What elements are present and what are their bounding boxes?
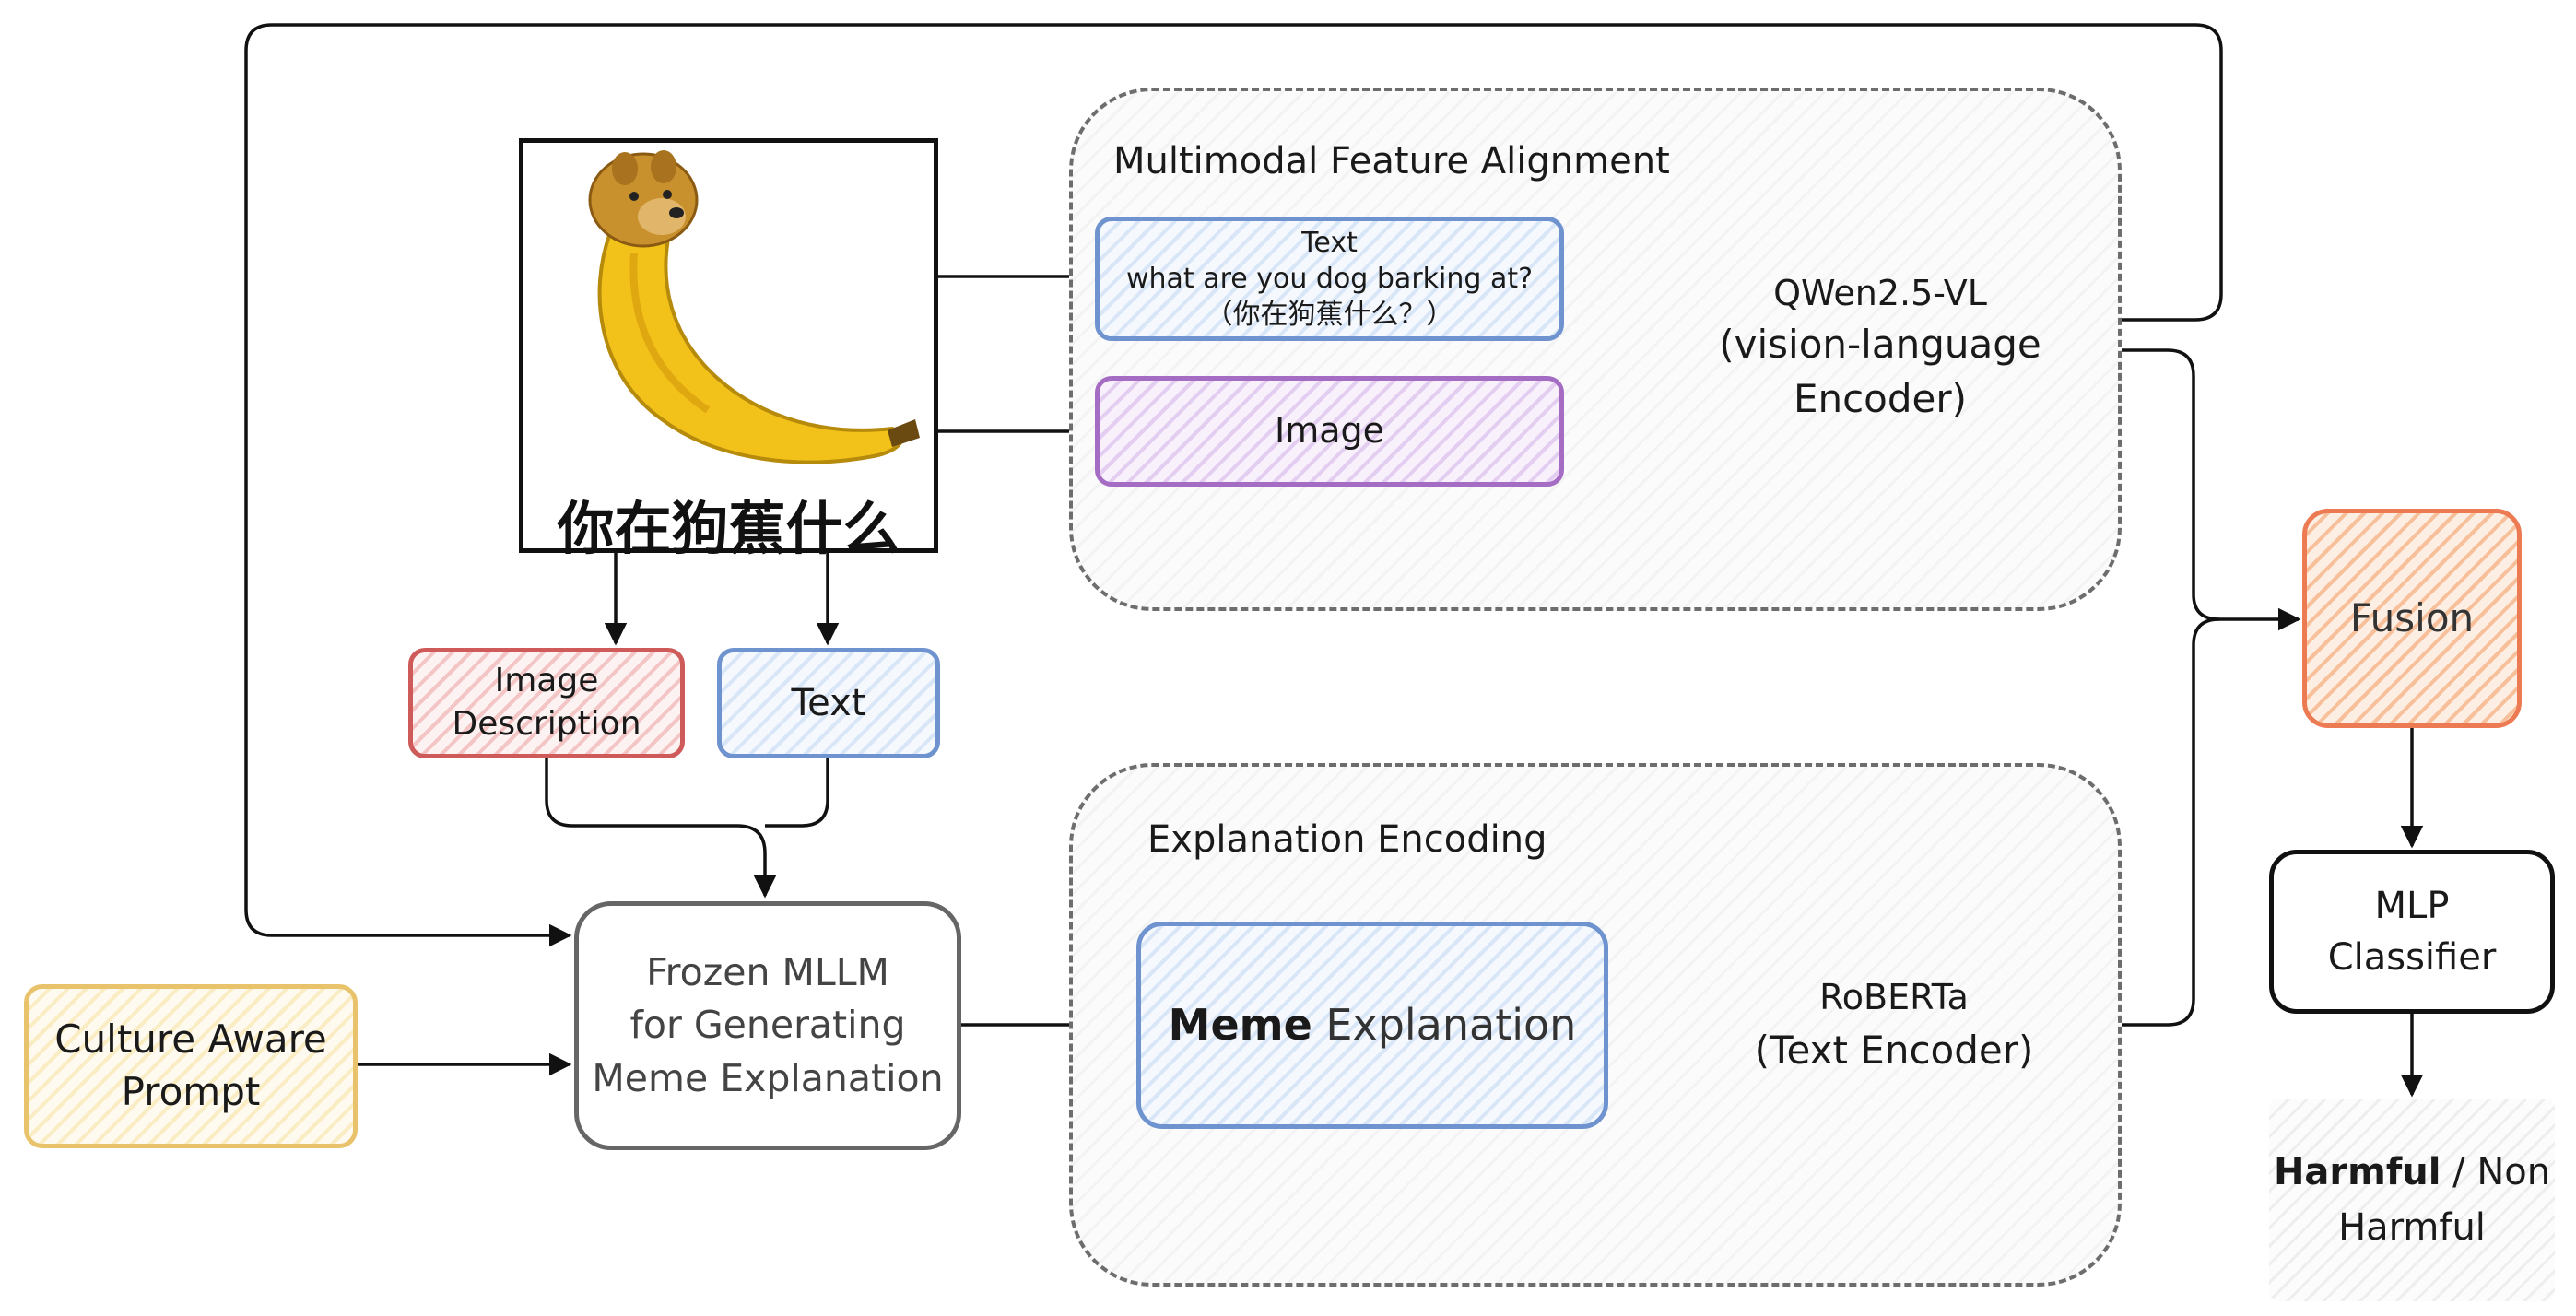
banana-dog-icon bbox=[588, 150, 920, 464]
vl-encoder-suffix: Encoder) bbox=[1793, 376, 1968, 422]
multimodal-alignment-group bbox=[1069, 88, 2122, 611]
culture-prompt-line1: Culture Aware bbox=[54, 1016, 327, 1063]
mlp-line1: MLP bbox=[2374, 885, 2450, 927]
vl-encoder-box: QWen2.5-VL (vision-language Encoder) bbox=[1714, 249, 2046, 447]
text-input-english: what are you dog barking at? bbox=[1125, 263, 1534, 295]
roberta-type: (Text Encoder) bbox=[1754, 1027, 2034, 1073]
meme-explanation-rest: Explanation bbox=[1312, 999, 1577, 1050]
culture-prompt-box: Culture Aware Prompt bbox=[24, 984, 358, 1148]
text-box-label: Text bbox=[791, 682, 866, 724]
arrow-encoder-loop-to-mllm bbox=[244, 23, 2223, 947]
meme-image: 你在狗蕉什么 bbox=[519, 138, 938, 562]
text-input-box: Text what are you dog barking at? （你在狗蕉什… bbox=[1095, 217, 1564, 341]
frozen-mllm-line1: Frozen MLLM bbox=[646, 949, 889, 994]
image-description-box: Image Description bbox=[408, 648, 685, 758]
image-description-line2: Description bbox=[452, 705, 641, 743]
arrow-image-description-to-mllm bbox=[545, 758, 777, 899]
meme-caption: 你在狗蕉什么 bbox=[557, 495, 900, 562]
text-input-title: Text bbox=[1301, 227, 1358, 259]
output-non: Non bbox=[2476, 1151, 2551, 1193]
image-description-line1: Image bbox=[494, 662, 599, 700]
roberta-box: RoBERTa (Text Encoder) bbox=[1710, 940, 2078, 1110]
text-input-chinese: （你在狗蕉什么？） bbox=[1205, 299, 1454, 331]
image-input-box: Image bbox=[1095, 376, 1564, 487]
output-separator: / bbox=[2441, 1151, 2477, 1193]
arrow-encoder-to-fusion bbox=[2057, 348, 2301, 631]
explanation-encoding-title: Explanation Encoding bbox=[1147, 818, 1547, 861]
culture-prompt-line2: Prompt bbox=[121, 1069, 261, 1114]
meme-explanation-strong: Meme bbox=[1168, 999, 1312, 1050]
output-label: Harmful / Non Harmful bbox=[2269, 1099, 2555, 1301]
multimodal-alignment-title: Multimodal Feature Alignment bbox=[1113, 140, 1670, 182]
mlp-classifier-box: MLP Classifier bbox=[2269, 850, 2555, 1014]
frozen-mllm-line2: for Generating bbox=[629, 1003, 906, 1048]
frozen-mllm-line3: Meme Explanation bbox=[592, 1055, 944, 1100]
mlp-line2: Classifier bbox=[2327, 936, 2497, 979]
text-box: Text bbox=[717, 648, 940, 758]
roberta-name: RoBERTa bbox=[1819, 976, 1969, 1017]
frozen-mllm-box: Frozen MLLM for Generating Meme Explanat… bbox=[574, 901, 961, 1150]
output-harmful-line2: Harmful bbox=[2338, 1206, 2486, 1249]
output-harmful: Harmful bbox=[2273, 1151, 2441, 1193]
vl-encoder-name: QWen2.5-VL bbox=[1773, 273, 1987, 314]
meme-explanation-box: Meme Explanation bbox=[1136, 922, 1608, 1129]
image-input-label: Image bbox=[1274, 410, 1384, 452]
vl-encoder-type: (vision-language bbox=[1719, 322, 2041, 368]
arrow-roberta-to-fusion bbox=[2085, 617, 2220, 1027]
fusion-label: Fusion bbox=[2349, 594, 2475, 640]
fusion-box: Fusion bbox=[2302, 509, 2522, 728]
arrow-text-to-mllm bbox=[765, 758, 829, 828]
